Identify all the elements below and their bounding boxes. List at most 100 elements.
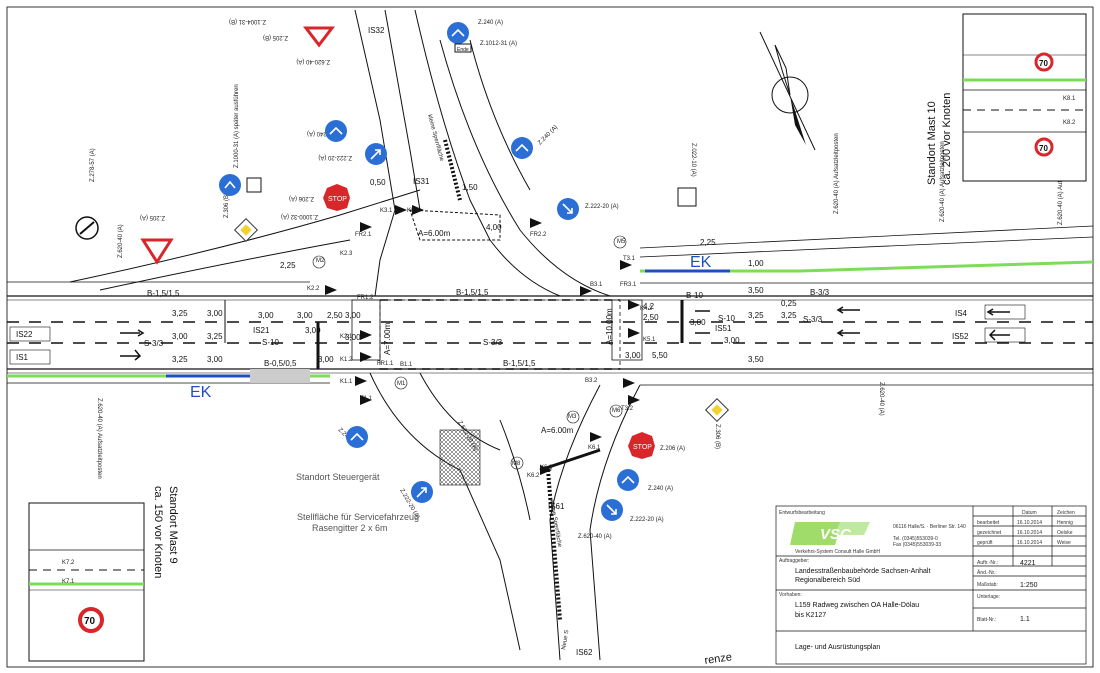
svg-text:K1.2: K1.2 xyxy=(340,357,353,363)
svg-text:K6.3: K6.3 xyxy=(540,465,553,471)
marking-b15-s: B-1,5/1,5 xyxy=(503,359,536,368)
lane-box-is52 xyxy=(984,327,1026,343)
svg-text:3,00: 3,00 xyxy=(724,336,740,345)
lane-arrows xyxy=(120,306,1010,361)
lane-box-is4 xyxy=(984,304,1026,320)
svg-text:3,00: 3,00 xyxy=(318,355,334,364)
svg-text:70: 70 xyxy=(84,616,96,627)
svg-text:Z.620-40 (A) Aufsatzleitposten: Z.620-40 (A) Aufsatzleitposten xyxy=(834,133,840,214)
drawing-frame xyxy=(6,6,1094,668)
crossing-west xyxy=(351,299,381,361)
svg-text:Z.206 (A): Z.206 (A) xyxy=(660,446,685,452)
svg-text:T3.1: T3.1 xyxy=(623,256,636,262)
svg-text:K2.2: K2.2 xyxy=(307,286,320,292)
svg-text:3,25: 3,25 xyxy=(172,309,188,318)
svg-text:K1.1: K1.1 xyxy=(340,379,353,385)
svg-text:3,50: 3,50 xyxy=(748,286,764,295)
svg-text:B3.2: B3.2 xyxy=(585,378,598,384)
marking-s33-e: S-3/3 xyxy=(803,315,823,324)
svg-text:geprüft: geprüft xyxy=(977,540,993,546)
svg-text:70: 70 xyxy=(1039,144,1048,153)
svg-text:3,00: 3,00 xyxy=(172,332,188,341)
svg-text:2,50: 2,50 xyxy=(327,311,343,320)
speed-limit-sign-icon xyxy=(1034,52,1054,72)
marking-b15-w: B-1,5/1,5 xyxy=(147,289,180,298)
sign-code-labels: Z.1004-31 (B) Z.205 (B) Z.240 (A) Z.1012… xyxy=(90,18,1064,540)
cycle-sign-icon xyxy=(511,137,533,159)
svg-text:FR1.1: FR1.1 xyxy=(377,361,394,367)
svg-text:3,00: 3,00 xyxy=(345,311,361,320)
svg-text:Z.620-40 (A) Aufsatzleitposten: Z.620-40 (A) Aufsatzleitposten xyxy=(940,141,946,222)
svg-text:Z.206 (A): Z.206 (A) xyxy=(289,195,314,201)
svg-text:3,00: 3,00 xyxy=(207,355,223,364)
marking-s10-w: S-10 xyxy=(262,338,279,347)
svg-text:3,25: 3,25 xyxy=(172,355,188,364)
svg-text:3,00: 3,00 xyxy=(207,309,223,318)
svg-text:B1.1: B1.1 xyxy=(400,362,413,368)
ek-label-west: EK xyxy=(190,384,212,401)
svg-text:Datum: Datum xyxy=(1022,510,1037,516)
svg-text:gezeichnet: gezeichnet xyxy=(977,530,1002,536)
lane-label-is62: IS62 xyxy=(576,648,593,657)
marking-s10-e: S-10 xyxy=(718,314,735,323)
svg-text:Z.278-57 (A): Z.278-57 (A) xyxy=(90,148,96,182)
svg-text:70: 70 xyxy=(1039,59,1048,68)
svg-text:Vorhaben:: Vorhaben: xyxy=(779,592,802,598)
ende-plate-icon xyxy=(454,43,472,53)
svg-text:A=6.00m: A=6.00m xyxy=(418,229,451,238)
svg-text:T3.2: T3.2 xyxy=(621,406,634,412)
svg-text:Z.1000-31 (A) später ausführen: Z.1000-31 (A) später ausführen xyxy=(234,84,240,168)
svg-text:0,50: 0,50 xyxy=(370,178,386,187)
dimensions-west: 3,25 3,00 3,25 3,00 3,25 3,00 3,00 2,50 … xyxy=(172,309,361,364)
svg-text:Tel. (0345)553039-0: Tel. (0345)553039-0 xyxy=(893,536,938,542)
svg-text:Z.620-40 (A): Z.620-40 (A) xyxy=(296,58,330,64)
svg-text:Verkehrs-System Consult Halle: Verkehrs-System Consult Halle GmbH xyxy=(795,549,880,555)
svg-text:Maßstab:: Maßstab: xyxy=(977,582,998,588)
svg-text:Z.620-40 (A) Aufsatzleitposten: Z.620-40 (A) Aufsatzleitposten xyxy=(96,398,102,479)
cycle-sign-icon xyxy=(346,426,368,448)
svg-text:FR1.2: FR1.2 xyxy=(357,295,374,301)
svg-text:A=7.00m: A=7.00m xyxy=(383,322,392,355)
svg-text:bis K2127: bis K2127 xyxy=(795,612,826,619)
svg-text:Unterlage:: Unterlage: xyxy=(977,594,1000,600)
lane-label-is52: IS52 xyxy=(952,332,969,341)
svg-text:Änd.-Nr.:: Änd.-Nr.: xyxy=(977,569,997,576)
svg-text:B3.1: B3.1 xyxy=(590,282,603,288)
svg-text:K6.1: K6.1 xyxy=(588,445,601,451)
dimensions-misc: 2,25 2,25 1,50 4,00 1,00 0,50 A=6.00m A=… xyxy=(258,178,764,435)
neue-s-label: Neue S xyxy=(561,630,570,651)
cycle-sign-icon xyxy=(617,469,639,491)
marking-b15-n: B-1,5/1,5 xyxy=(456,288,489,297)
svg-text:4221: 4221 xyxy=(1020,560,1036,567)
svg-text:K7.1: K7.1 xyxy=(62,579,75,585)
main-road xyxy=(7,225,1094,386)
svg-text:06116 Halle/S. · Berliner Str.: 06116 Halle/S. · Berliner Str. 140 xyxy=(893,524,966,530)
svg-text:Blatt-Nr.:: Blatt-Nr.: xyxy=(977,617,996,623)
south-roads xyxy=(369,372,641,661)
svg-text:1,50: 1,50 xyxy=(462,183,478,192)
signal-labels: K3.1 K3.2 K2.1 K2.2 K2.3 K1.1 K1.2 K4.2 … xyxy=(90,208,656,602)
mast10-subtitle: ca. 200 vor Knoten xyxy=(941,93,953,185)
svg-text:K8.1: K8.1 xyxy=(1063,96,1076,102)
svg-text:M1: M1 xyxy=(397,381,406,387)
lane-label-is21: IS21 xyxy=(253,326,270,335)
svg-text:1,00: 1,00 xyxy=(748,259,764,268)
svg-text:FR2.1: FR2.1 xyxy=(355,232,372,238)
svg-text:Z.222-20 (A): Z.222-20 (A) xyxy=(630,517,664,523)
marking-s33-w: S-3/3 xyxy=(144,339,164,348)
svg-text:2,25: 2,25 xyxy=(700,238,716,247)
svg-text:Hennig: Hennig xyxy=(1057,520,1073,526)
svg-text:M2: M2 xyxy=(316,258,325,264)
svg-text:3,00: 3,00 xyxy=(690,318,706,327)
svg-text:5,50: 5,50 xyxy=(652,351,668,360)
svg-text:Zeichen: Zeichen xyxy=(1057,510,1075,516)
svg-text:3,25: 3,25 xyxy=(207,332,223,341)
svg-text:K5.1: K5.1 xyxy=(643,337,656,343)
svg-text:T1.1: T1.1 xyxy=(360,396,373,402)
grey-island xyxy=(250,369,310,383)
marking-s33-c: S-3/3 xyxy=(483,338,503,347)
detector-loops xyxy=(87,235,627,606)
svg-text:Z.222-20 (A): Z.222-20 (A) xyxy=(318,154,352,160)
inset-mast10: 70 70 K8.1 K8.2 xyxy=(962,13,1087,182)
svg-text:16.10.2014: 16.10.2014 xyxy=(1017,530,1042,536)
